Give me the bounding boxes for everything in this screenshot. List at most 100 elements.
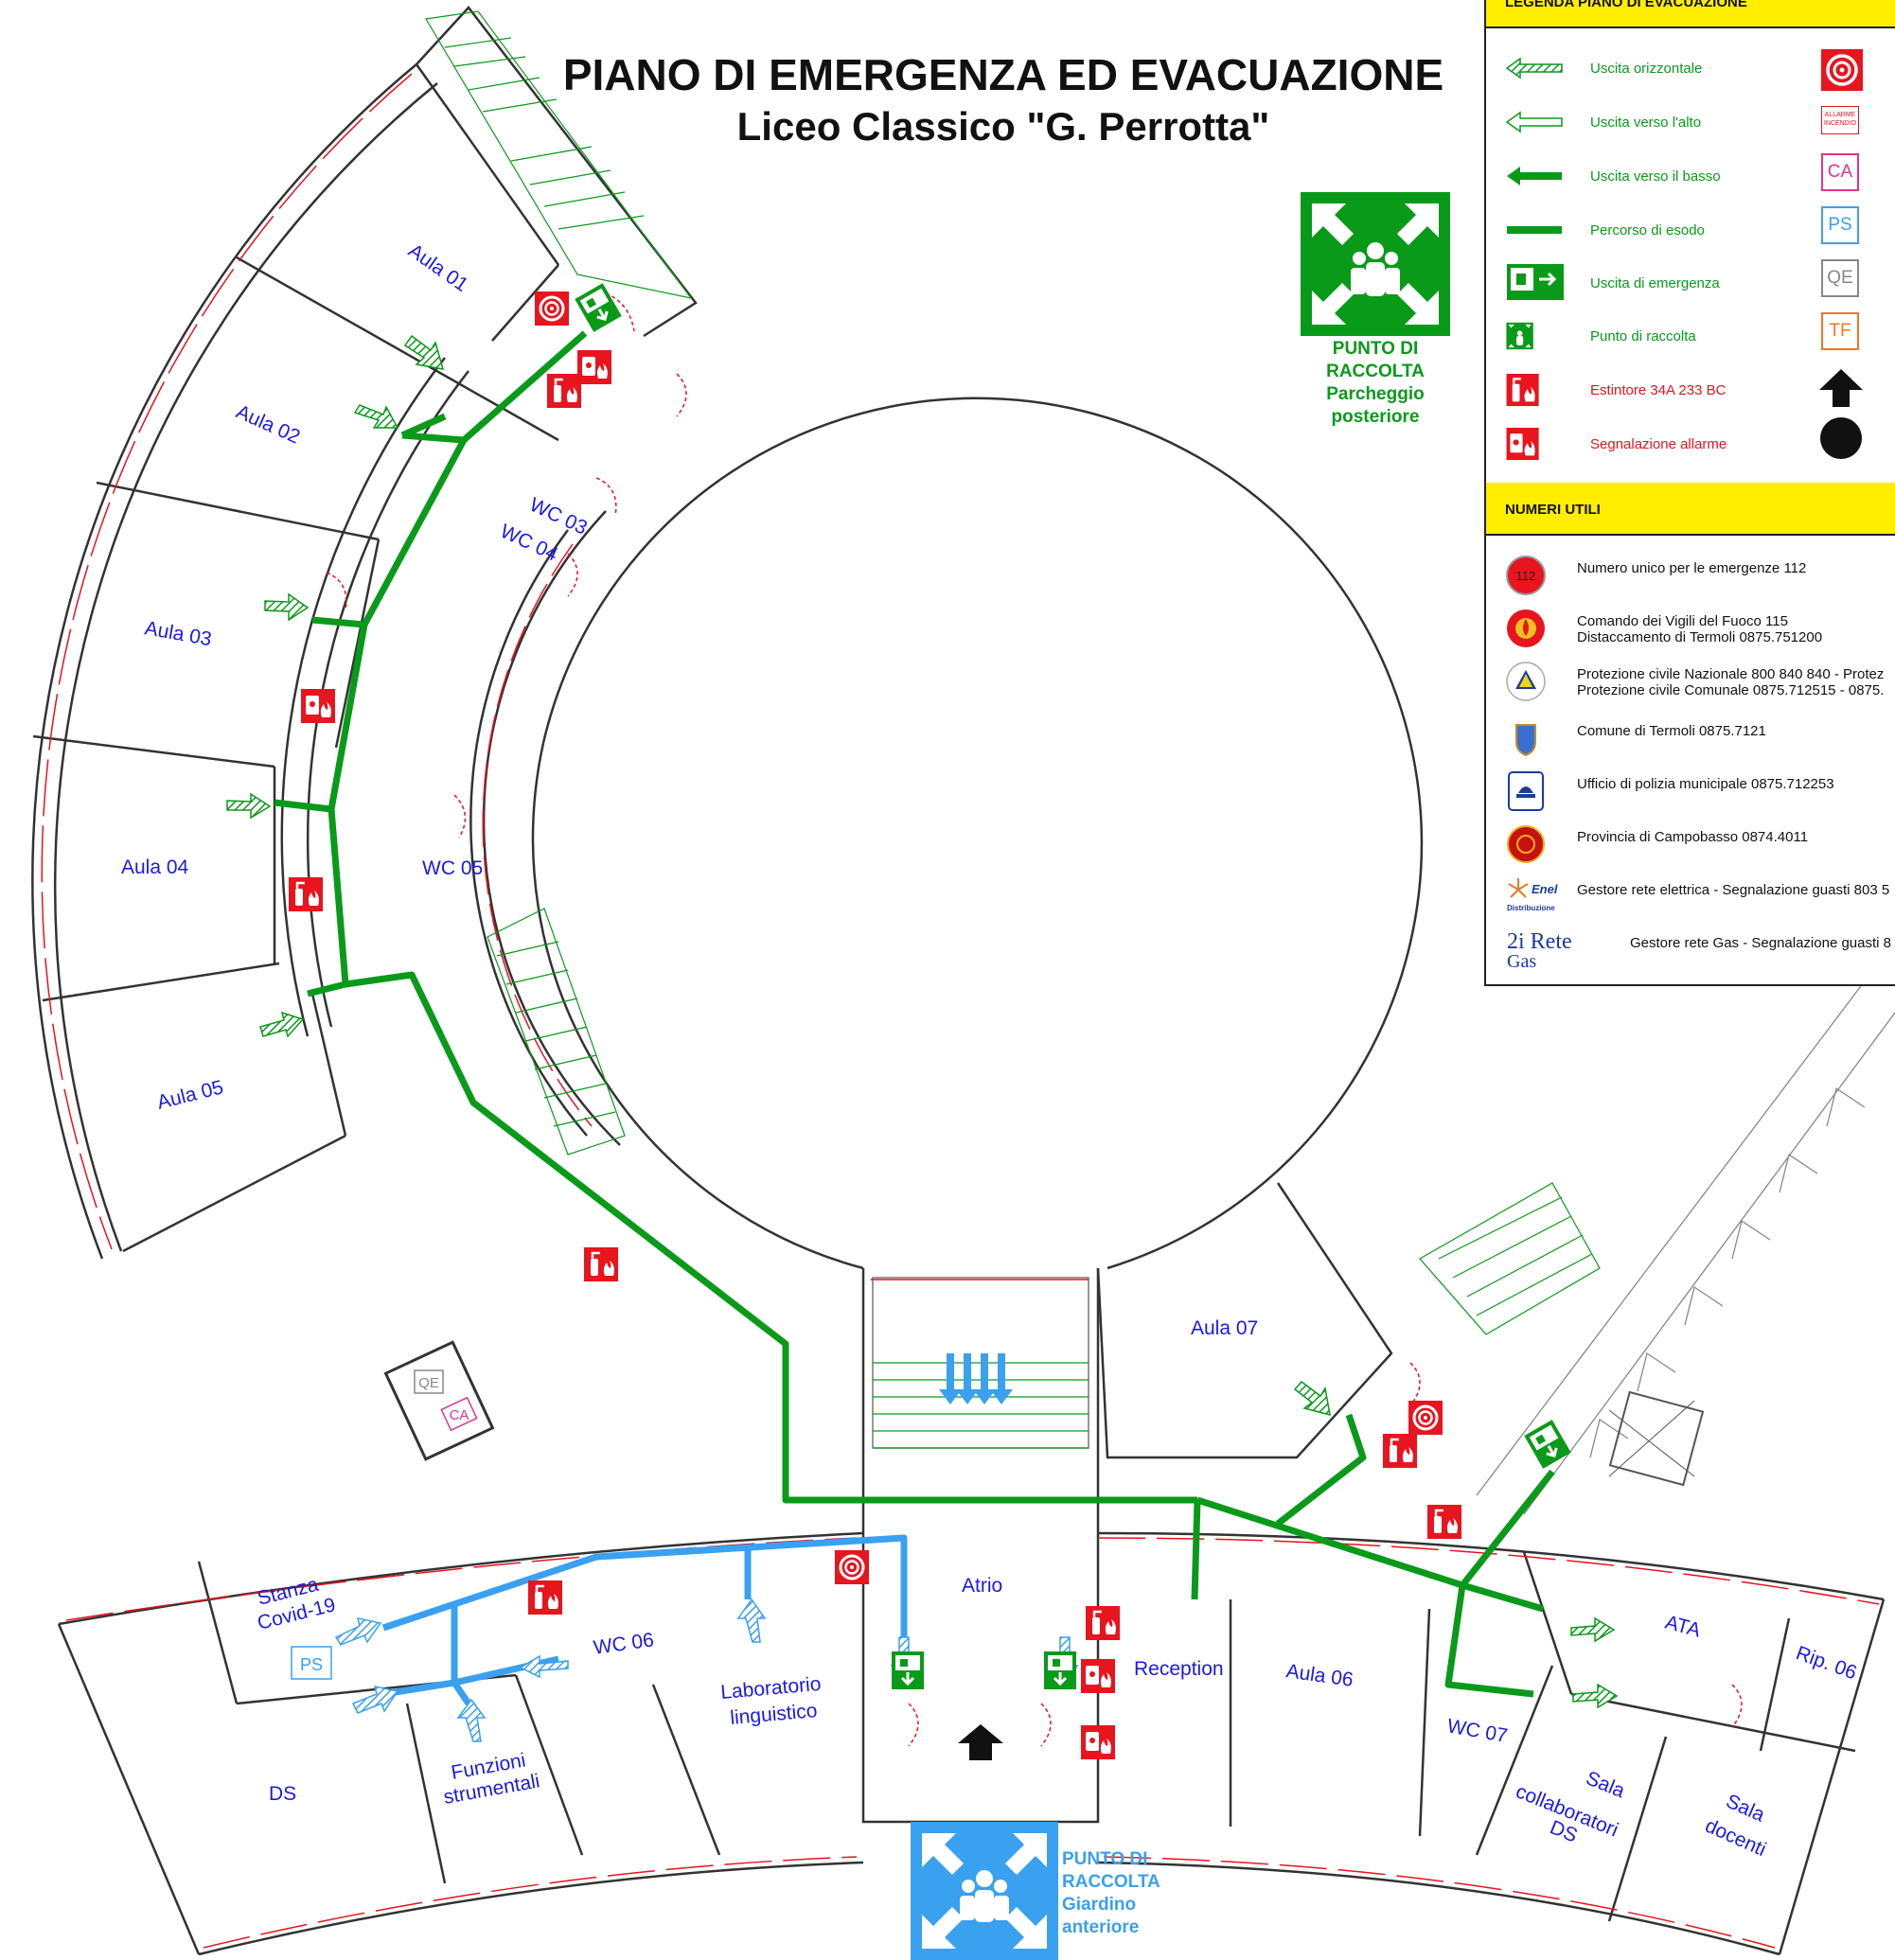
numero-item: 112 Numero unico per le emergenze 112	[1486, 551, 1895, 598]
room-sala-coll-line1: Sala	[1583, 1767, 1628, 1802]
emergency-exit-sign-icon	[1042, 1650, 1078, 1691]
assembly-front-line4: anteriore	[1062, 1917, 1139, 1937]
assembly-rear-line2: RACCOLTA	[1326, 362, 1425, 381]
gas-logo-2: Gas	[1507, 951, 1536, 971]
gas-logo-icon: 2i Rete Gas	[1507, 929, 1572, 971]
assembly-front-line1: PUNTO DI	[1062, 1849, 1147, 1869]
emergency-112-icon: 112	[1506, 556, 1546, 595]
room-rip-06: Rip. 06	[1793, 1642, 1859, 1684]
legend-label: Punto di raccolta	[1590, 328, 1696, 344]
room-wc-03: WC 03	[526, 494, 591, 539]
alarm-icon	[577, 350, 611, 384]
legend-label: Uscita verso il basso	[1590, 168, 1721, 185]
page-subtitle: Liceo Classico "G. Perrotta"	[736, 104, 1270, 149]
enel-sub: Distribuzione	[1507, 904, 1555, 912]
emergency-exit-sign-icon	[1522, 1418, 1573, 1471]
tf-legend-badge: TF	[1821, 312, 1859, 350]
assembly-rear-line3: Parcheggio	[1326, 384, 1424, 404]
exit-route	[274, 330, 1555, 1698]
qe-legend-badge: QE	[1821, 259, 1859, 297]
legend-item-uscita-orizzontale: Uscita orizzontale	[1486, 49, 1895, 87]
assembly-front-line2: RACCOLTA	[1062, 1872, 1160, 1892]
assembly-rear-line1: PUNTO DI	[1333, 339, 1418, 359]
alarm-icon	[301, 689, 335, 723]
legend-label: Estintore 34A 233 BC	[1590, 382, 1727, 398]
gas-logo-1: 2i Rete	[1507, 929, 1572, 954]
extinguisher-icon	[1426, 1503, 1463, 1541]
route-line-icon	[1507, 226, 1562, 234]
legend-item-uscita-basso: Uscita verso il basso	[1486, 157, 1895, 195]
technical-room: QE CA	[383, 1340, 495, 1461]
room-wc-07: WC 07	[1445, 1715, 1509, 1747]
assembly-point-rear-icon	[1301, 192, 1450, 336]
hatched-arrow-icon	[1505, 57, 1563, 79]
black-dot-icon	[1820, 417, 1862, 459]
stairs	[425, 10, 1601, 1449]
building-walls	[31, 6, 1886, 1956]
page-title: PIANO DI EMERGENZA ED EVACUAZIONE	[562, 50, 1444, 99]
emergency-exit-sign-icon	[573, 281, 624, 334]
legend-label: Segnalazione allarme	[1590, 436, 1727, 452]
room-lab-line2: linguistico	[729, 1700, 818, 1729]
numeri-title: NUMERI UTILI	[1505, 502, 1601, 518]
alt-route	[381, 1534, 908, 1705]
svg-text:PS: PS	[300, 1655, 323, 1674]
ps-legend-badge: PS	[1821, 206, 1859, 244]
legend-label: Uscita verso l'alto	[1590, 115, 1702, 131]
legend-item-uscita-emergenza: Uscita di emergenza	[1486, 264, 1895, 302]
numero-item: Ufficio di polizia municipale 0875.71225…	[1486, 767, 1895, 814]
numero-item: 2i Rete Gas Gestore rete Gas - Segnalazi…	[1507, 929, 1891, 971]
extinguisher-icon	[1381, 1432, 1419, 1470]
room-aula-03: Aula 03	[143, 617, 213, 650]
extinguisher-icon	[287, 875, 325, 913]
legend-header: LEGENDA PIANO DI EVACUAZIONE	[1486, 0, 1895, 28]
up-arrow-icon	[1819, 369, 1863, 407]
legend-panel: LEGENDA PIANO DI EVACUAZIONE Uscita oriz…	[1484, 0, 1895, 986]
exit-arrows	[226, 334, 1619, 1709]
alarm-icon	[1506, 427, 1539, 461]
assembly-front-line3: Giardino	[1062, 1895, 1136, 1915]
outline-arrow-icon	[1505, 111, 1563, 133]
numero-item: Protezione civile Nazionale 800 840 840 …	[1486, 657, 1895, 704]
room-aula-01: Aula 01	[404, 239, 472, 296]
stair-down-arrows	[939, 1353, 1013, 1404]
room-ata: ATA	[1663, 1612, 1703, 1642]
room-aula-07: Aula 07	[1191, 1317, 1258, 1339]
room-wc-04: WC 04	[497, 521, 561, 566]
room-wc-05: WC 05	[422, 857, 483, 879]
numeri-header: NUMERI UTILI	[1486, 483, 1895, 536]
numero-item: Enel Distribuzione Gestore rete elettric…	[1486, 873, 1895, 920]
legend-label: Uscita orizzontale	[1590, 61, 1703, 77]
enel-logo-icon: Enel Distribuzione	[1507, 878, 1558, 912]
assembly-rear-line4: posteriore	[1332, 407, 1420, 427]
assembly-point-icon	[1506, 322, 1533, 350]
legend-item-percorso: Percorso di esodo	[1486, 211, 1895, 249]
civil-protection-icon	[1506, 662, 1546, 701]
numero-item: Comune di Termoli 0875.7121	[1486, 714, 1895, 761]
ca-badge: CA	[450, 1407, 469, 1423]
qe-badge: QE	[418, 1375, 439, 1391]
extinguisher-icon	[1084, 1604, 1122, 1642]
legend-title: LEGENDA PIANO DI EVACUAZIONE	[1505, 0, 1747, 10]
extinguisher-icon	[582, 1245, 620, 1283]
room-lab-line1: Laboratorio	[719, 1673, 822, 1704]
hydrant-icon	[1821, 49, 1863, 91]
legend-item-uscita-alto: Uscita verso l'alto	[1486, 103, 1895, 141]
doors	[326, 292, 1743, 1747]
numero-item: Provincia di Campobasso 0874.4011	[1486, 820, 1895, 867]
room-sala-doc-line1: Sala	[1723, 1791, 1768, 1827]
lift	[1608, 1390, 1705, 1487]
ps-badge: PS	[291, 1646, 332, 1680]
room-aula-04: Aula 04	[121, 856, 189, 878]
windows	[41, 73, 1880, 1949]
room-aula-02: Aula 02	[233, 401, 303, 449]
legend-label: Uscita di emergenza	[1590, 275, 1720, 291]
extinguisher-icon	[545, 372, 583, 410]
alarm-icon	[1081, 1659, 1115, 1693]
room-wc-06: WC 06	[592, 1629, 655, 1659]
legend-label: Percorso di esodo	[1590, 222, 1705, 238]
emergency-112-badge: 112	[1516, 569, 1536, 583]
